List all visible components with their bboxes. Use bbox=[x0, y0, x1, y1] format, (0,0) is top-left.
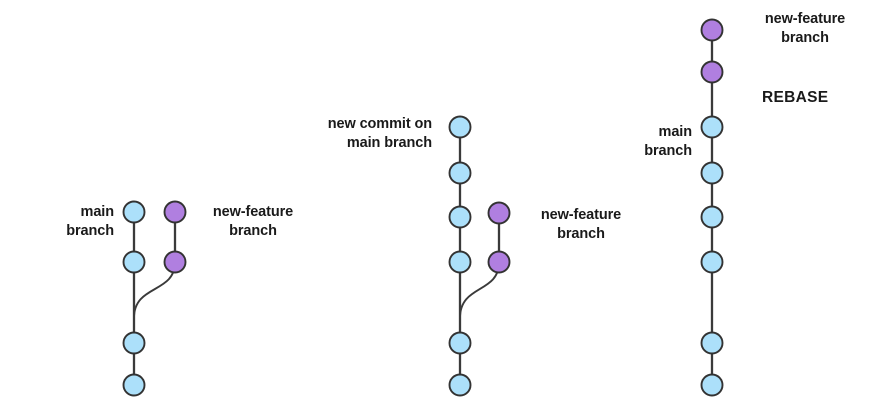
main-commit-node[interactable] bbox=[448, 205, 472, 229]
main-commit-node[interactable] bbox=[700, 373, 724, 397]
main-commit-node[interactable] bbox=[448, 250, 472, 274]
middle-new-commit-label: new commit on main branch bbox=[327, 116, 432, 151]
right-new-feature-branch-label: new-feature branch bbox=[764, 11, 846, 46]
main-commit-node[interactable] bbox=[448, 115, 472, 139]
left-new-feature-branch-label: new-feature branch bbox=[212, 204, 294, 239]
feature-commit-node[interactable] bbox=[163, 250, 187, 274]
main-commit-node[interactable] bbox=[700, 331, 724, 355]
feature-commit-node[interactable] bbox=[487, 250, 511, 274]
right-main-branch-label: main branch bbox=[644, 124, 692, 159]
main-commit-node[interactable] bbox=[122, 331, 146, 355]
left-main-branch-label: main branch bbox=[66, 204, 114, 239]
main-commit-node[interactable] bbox=[448, 373, 472, 397]
main-commit-node[interactable] bbox=[448, 161, 472, 185]
right-rebase-label: REBASE bbox=[762, 89, 829, 106]
commit-nodes-layer bbox=[122, 18, 724, 397]
feature-commit-node[interactable] bbox=[700, 60, 724, 84]
main-commit-node[interactable] bbox=[122, 250, 146, 274]
feature-commit-node[interactable] bbox=[487, 201, 511, 225]
main-commit-node[interactable] bbox=[122, 200, 146, 224]
feature-commit-node[interactable] bbox=[163, 200, 187, 224]
middle-new-feature-branch-label: new-feature branch bbox=[540, 207, 622, 242]
feature-commit-node[interactable] bbox=[700, 18, 724, 42]
main-commit-node[interactable] bbox=[700, 161, 724, 185]
main-commit-node[interactable] bbox=[122, 373, 146, 397]
main-commit-node[interactable] bbox=[700, 250, 724, 274]
main-commit-node[interactable] bbox=[700, 205, 724, 229]
main-commit-node[interactable] bbox=[448, 331, 472, 355]
main-commit-node[interactable] bbox=[700, 115, 724, 139]
